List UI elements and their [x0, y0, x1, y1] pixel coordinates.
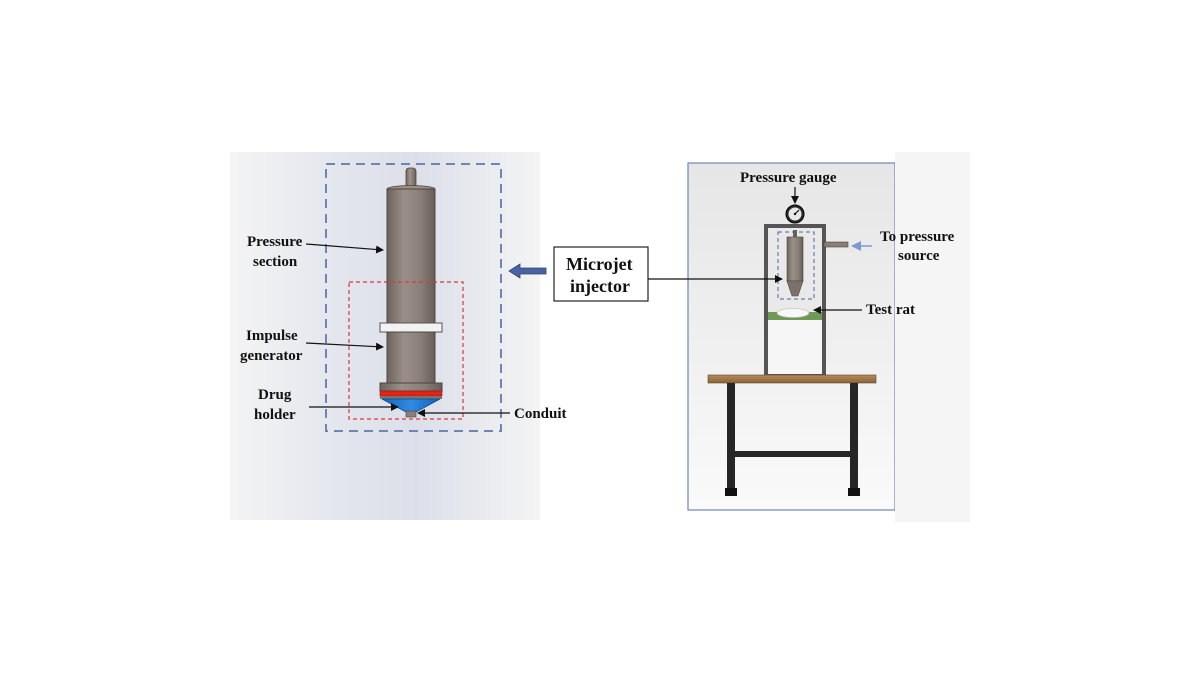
- table-foot-left: [725, 488, 737, 496]
- table-top: [707, 374, 877, 384]
- left-panel: Pressure section Impulse generator Drug …: [230, 152, 567, 520]
- mini-injector-rod: [793, 230, 797, 238]
- pressure-source-pipe: [823, 241, 849, 248]
- table-foot-right: [848, 488, 860, 496]
- label-impulse-generator-line1: Impulse: [246, 328, 298, 344]
- test-rat-icon: [776, 308, 810, 318]
- label-pressure-section-line1: Pressure: [247, 234, 303, 250]
- mini-injector-box: [777, 231, 815, 300]
- table-leg-left: [727, 383, 735, 495]
- conduit-nozzle: [405, 410, 417, 418]
- left-block-arrow-icon: [508, 263, 547, 279]
- red-band: [379, 390, 443, 397]
- impulse-base: [379, 382, 443, 392]
- arrow-impulse-generator: [305, 342, 384, 351]
- label-microjet-injector-line2: injector: [570, 276, 630, 296]
- right-panel-extension: [895, 152, 970, 522]
- lower-gray-band: [380, 396, 442, 399]
- microjet-injector-box: [553, 246, 649, 302]
- impulse-region-box: [348, 281, 464, 420]
- label-to-pressure-source-line1: To pressure: [880, 229, 955, 245]
- label-conduit: Conduit: [514, 406, 567, 422]
- pressure-gauge-icon: [785, 204, 805, 224]
- impulse-generator-cylinder: [386, 331, 436, 385]
- table-leg-right: [850, 383, 858, 495]
- label-drug-holder-line1: Drug: [258, 387, 292, 403]
- mini-injector-tip: [786, 280, 804, 297]
- pressure-section-cylinder: [386, 188, 436, 324]
- injector-outline-box: [325, 163, 502, 432]
- table-crossbar: [735, 451, 850, 457]
- label-microjet-injector-line1: Microjet: [566, 254, 633, 274]
- label-test-rat: Test rat: [866, 302, 915, 318]
- label-pressure-section-line2: section: [253, 254, 298, 270]
- impulse-flange: [379, 322, 443, 333]
- arrow-pressure-section: [305, 243, 384, 254]
- right-panel: Pressure gauge To pressure source Test r…: [687, 152, 970, 522]
- label-impulse-generator-line2: generator: [240, 348, 303, 364]
- label-to-pressure-source-line2: source: [898, 248, 940, 264]
- enclosure-lower-interior: [768, 320, 822, 374]
- mini-injector-body: [786, 236, 804, 282]
- center-callout: Microjet injector: [508, 246, 649, 302]
- label-drug-holder-line2: holder: [254, 407, 296, 423]
- left-panel-background: [230, 152, 540, 520]
- label-pressure-gauge: Pressure gauge: [740, 170, 837, 186]
- top-rod: [405, 167, 417, 189]
